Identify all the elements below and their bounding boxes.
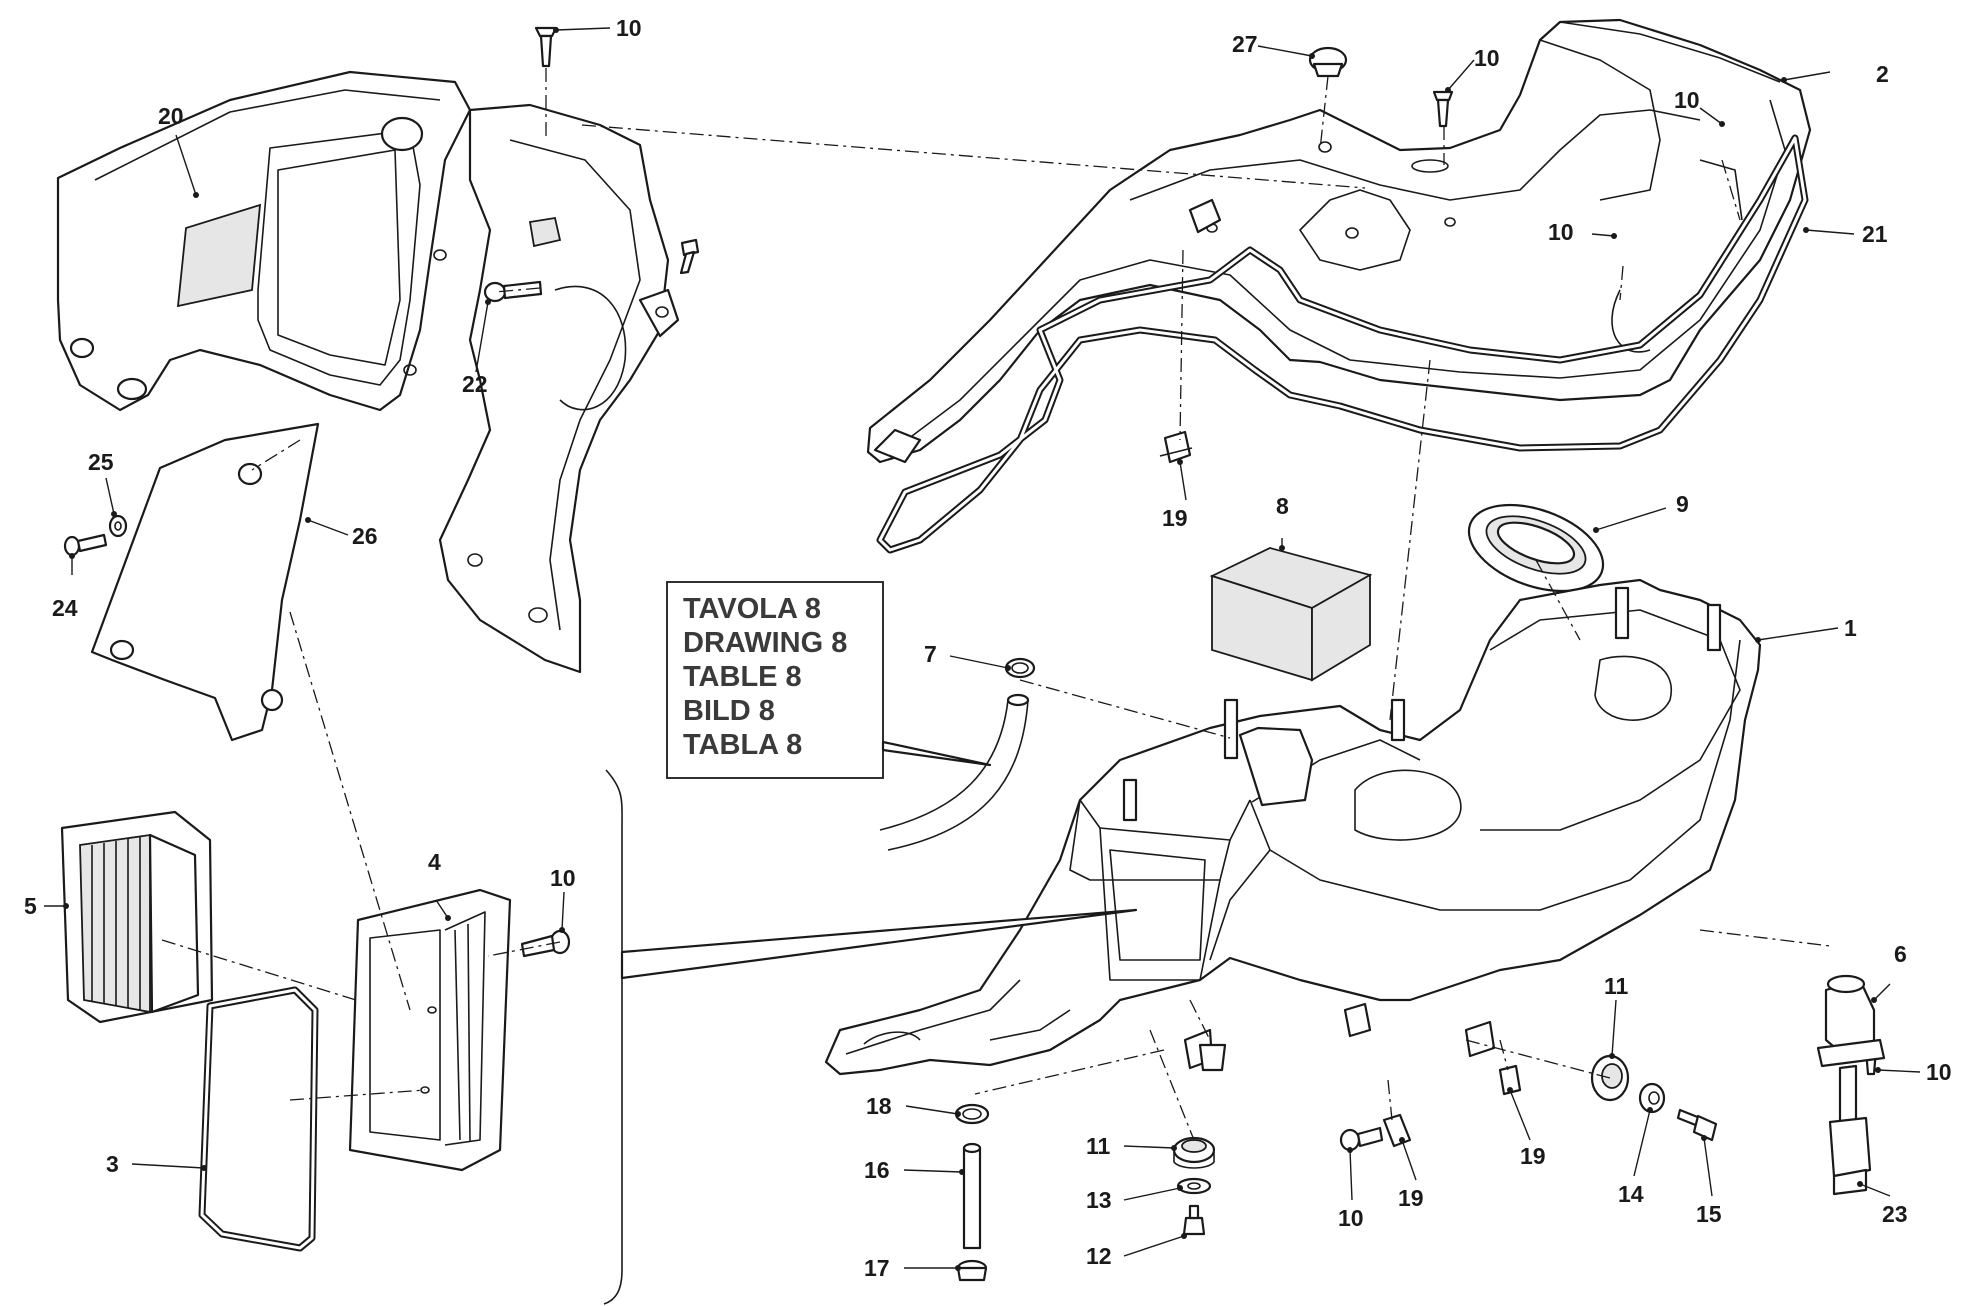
- part-11-grommet-a: [1172, 1136, 1216, 1169]
- hose: [879, 693, 1030, 851]
- label-10: 10: [1674, 87, 1700, 113]
- part-24-screw: [63, 533, 108, 557]
- label-3: 3: [106, 1151, 119, 1177]
- part-17-plug: [956, 1259, 988, 1282]
- part-19-clip-a: [1159, 430, 1193, 464]
- part-16-tube: [962, 1142, 982, 1250]
- label-18: 18: [866, 1093, 892, 1119]
- label-10: 10: [616, 15, 642, 41]
- label-11: 11: [1086, 1133, 1111, 1159]
- part-5-air-filter: [60, 810, 214, 1024]
- leader-lines: [44, 27, 1921, 1271]
- part-1-lower-box: [824, 578, 1762, 1076]
- part-10-screw-top-left: [534, 26, 558, 68]
- label-10: 10: [1548, 219, 1574, 245]
- label-12: 12: [1086, 1243, 1112, 1269]
- part-10-screw-side: [679, 238, 700, 275]
- part-25-washer: [108, 514, 128, 538]
- label-10: 10: [1338, 1205, 1364, 1231]
- part-9-rubber-ring: [1467, 503, 1605, 593]
- label-23: 23: [1882, 1201, 1908, 1227]
- part-8-foam-block: [1209, 547, 1373, 682]
- part-23-sensor-probe: [1828, 1064, 1872, 1196]
- label-27: 27: [1232, 31, 1258, 57]
- part-19-clip-b: [1382, 1113, 1412, 1148]
- part-number-labels: 10 20 22 25 24 26 27 10 2 10 10 21 19 8 …: [24, 15, 1952, 1281]
- label-4: 4: [428, 849, 441, 875]
- label-5: 5: [24, 893, 37, 919]
- label-6: 6: [1894, 941, 1907, 967]
- label-13: 13: [1086, 1187, 1112, 1213]
- part-21-gasket: [876, 134, 1809, 554]
- left-side-panel: [438, 103, 680, 674]
- label-9: 9: [1676, 491, 1689, 517]
- label-26: 26: [352, 523, 378, 549]
- detail-bracket: [603, 769, 1138, 1305]
- legend-line-2: DRAWING 8: [683, 627, 847, 659]
- legend-line-1: TAVOLA 8: [683, 593, 821, 625]
- part-20-left-cover: [56, 70, 472, 412]
- part-14-washer: [1638, 1082, 1666, 1114]
- label-10: 10: [550, 865, 576, 891]
- part-13-washer: [1176, 1177, 1212, 1195]
- label-20: 20: [158, 103, 184, 129]
- legend-line-4: BILD 8: [683, 695, 775, 727]
- label-7: 7: [924, 641, 937, 667]
- label-2: 2: [1876, 61, 1889, 87]
- label-15: 15: [1696, 1201, 1722, 1227]
- part-26-plate: [90, 422, 320, 742]
- part-18-clip: [954, 1103, 990, 1125]
- legend-line-3: TABLE 8: [683, 661, 802, 693]
- label-10: 10: [1474, 45, 1500, 71]
- label-11: 11: [1604, 973, 1629, 999]
- part-10-screw-filter: [520, 929, 571, 958]
- label-14: 14: [1618, 1181, 1644, 1207]
- label-16: 16: [864, 1157, 890, 1183]
- part-6-sensor-body: [1816, 974, 1886, 1068]
- part-4-filter-housing: [348, 888, 512, 1172]
- label-19: 19: [1520, 1143, 1546, 1169]
- part-10-screw-tray-a: [1432, 90, 1454, 128]
- label-19: 19: [1398, 1185, 1424, 1211]
- part-3-filter-gasket: [198, 986, 319, 1252]
- part-27-cap: [1308, 46, 1348, 78]
- label-22: 22: [462, 371, 488, 397]
- part-15-bolt: [1676, 1108, 1718, 1142]
- part-10-screw-clip: [1339, 1126, 1384, 1152]
- part-22-screw: [483, 280, 543, 303]
- assembly-lines: [161, 68, 1831, 1141]
- label-21: 21: [1862, 221, 1888, 247]
- label-8: 8: [1276, 493, 1289, 519]
- label-25: 25: [88, 449, 114, 475]
- label-10: 10: [1926, 1059, 1952, 1085]
- label-17: 17: [864, 1255, 890, 1281]
- part-12-screw: [1182, 1204, 1206, 1236]
- part-2-upper-tray: [866, 18, 1812, 464]
- label-1: 1: [1844, 615, 1857, 641]
- label-19: 19: [1162, 505, 1188, 531]
- legend-line-5: TABLA 8: [683, 729, 802, 761]
- legend-box: TAVOLA 8 DRAWING 8 TABLE 8 BILD 8 TABLA …: [666, 581, 992, 779]
- label-24: 24: [52, 595, 78, 621]
- part-19-clip-c: [1498, 1064, 1522, 1096]
